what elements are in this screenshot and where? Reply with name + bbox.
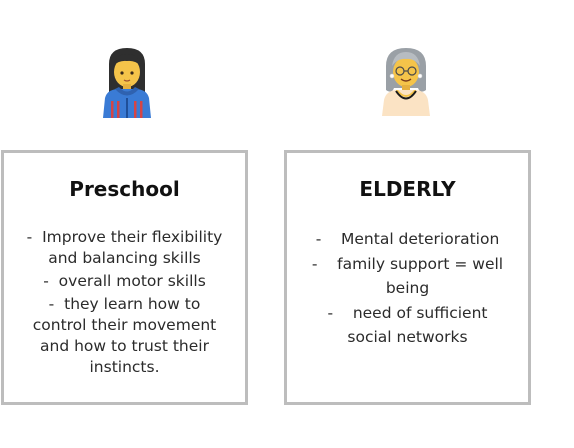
list-item-text: they learn how to control their movement… [32, 295, 217, 376]
list-item-text: Improve their flexibility and balancing … [42, 228, 223, 267]
list-item-text: family support = well being [337, 255, 504, 297]
list-item-text: need of sufficient social networks [347, 304, 488, 346]
elderly-title: ELDERLY [359, 177, 456, 201]
preschool-list: - Improve their flexibility and balancin… [4, 227, 245, 380]
elderly-woman-avatar-icon [374, 44, 438, 116]
list-item-text: overall motor skills [58, 272, 206, 290]
list-item: - Mental deterioration [315, 230, 500, 248]
preschool-card: Preschool - Improve their flexibility an… [1, 150, 248, 405]
elderly-list: - Mental deterioration - family support … [287, 227, 528, 350]
list-item: - need of sufficient social networks [327, 304, 488, 346]
list-item: - Improve their flexibility and balancin… [26, 228, 223, 267]
list-item: - overall motor skills [43, 272, 206, 290]
preschool-title: Preschool [69, 177, 180, 201]
list-item: - family support = well being [311, 255, 504, 297]
list-item: - they learn how to control their moveme… [32, 295, 217, 376]
list-item-text: Mental deterioration [341, 230, 500, 248]
elderly-card: ELDERLY - Mental deterioration - family … [284, 150, 531, 405]
girl-avatar-icon [95, 46, 159, 118]
